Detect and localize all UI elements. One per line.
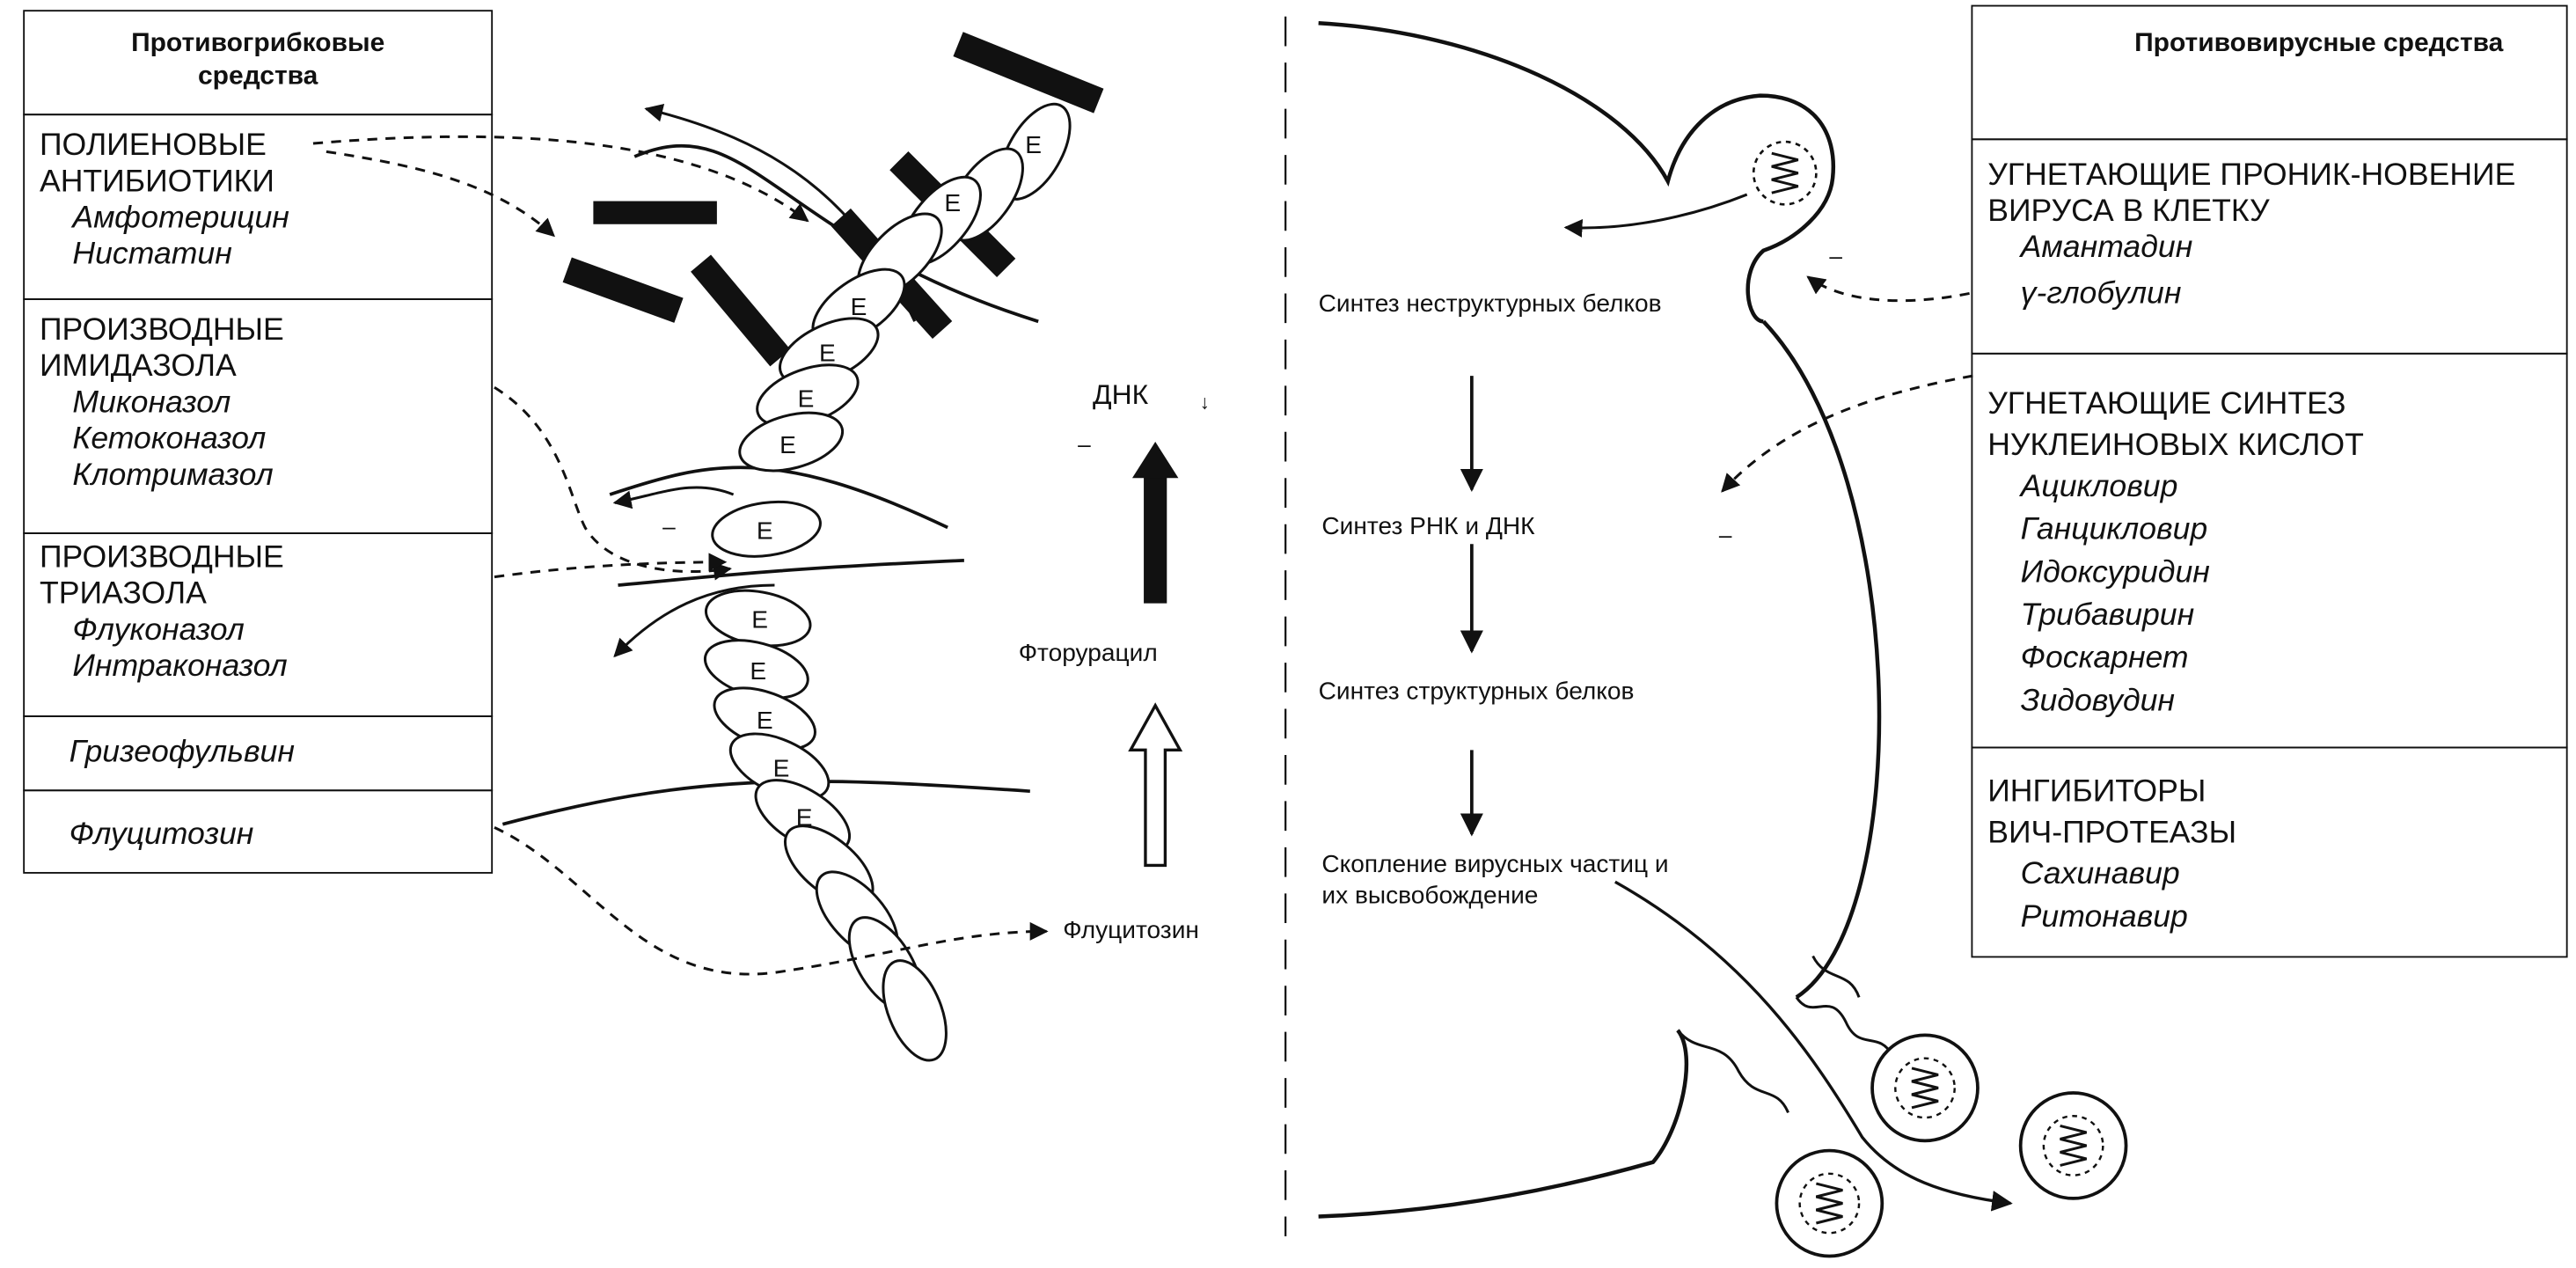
group-triazoles: ПРОИЗВОДНЫЕ ТРИАЗОЛА Флуконазол Интракон… — [40, 540, 385, 685]
ftoruracil-label: Фторурацил — [1018, 639, 1158, 668]
antiviral-header: Противовирусные средства — [2134, 29, 2504, 58]
group-imidazoles: ПРОИЗВОДНЫЕ ИМИДАЗОЛА Миконазол Кетокона… — [40, 313, 385, 495]
enzyme-label: E — [756, 517, 773, 546]
antifungal-flucytosine-box — [23, 789, 494, 874]
dna-label: ДНК — [1092, 378, 1149, 411]
viral-step-1: Синтез неструктурных белков — [1318, 290, 1662, 319]
drug-item: Фоскарнет — [2020, 641, 2189, 677]
group-title: ПРОИЗВОДНЫЕ ТРИАЗОЛА — [39, 540, 284, 612]
viral-step-3: Синтез структурных белков — [1318, 677, 1635, 706]
antiviral-header-box: Противовирусные средства — [1971, 4, 2568, 141]
group-polyenes: ПОЛИЕНОВЫЕ АНТИБИОТИКИ Амфотерицин Ниста… — [40, 128, 336, 274]
drug-item: Интраконазол — [72, 649, 288, 685]
minus-sign: – — [1078, 429, 1091, 457]
enzyme-label: E — [779, 431, 796, 460]
drug-item: Ганцикловир — [2020, 512, 2208, 547]
antifungal-header-box: Противогрибковые средства — [23, 10, 494, 116]
group-protease-inhibitors: ИНГИБИТОРЫ ВИЧ-ПРОТЕАЗЫ Сахинавир Ритона… — [1987, 772, 2267, 940]
drug-item: Миконазол — [72, 385, 231, 421]
minus-sign: – — [662, 512, 676, 539]
group-flucytosine: Флуцитозин — [70, 817, 254, 854]
group-title: УГНЕТАЮЩИЕ СИНТЕЗ НУКЛЕИНОВЫХ КИСЛОТ — [1987, 387, 2364, 464]
minus-sign: – — [1829, 242, 1842, 269]
membrane-ruffles — [1676, 955, 1893, 1114]
enzyme-label: E — [944, 189, 962, 218]
group-title: ПРОИЗВОДНЫЕ ИМИДАЗОЛА — [39, 312, 284, 385]
enzyme-chain-lower — [703, 589, 948, 1062]
virus-released-3 — [1775, 1148, 1884, 1258]
cell-membranes — [501, 143, 1039, 826]
virus-entry-arrow — [1563, 193, 1748, 238]
enzyme-label: E — [850, 293, 867, 322]
enzyme-chain-upper — [711, 102, 1072, 558]
flucytosine-label: Флуцитозин — [1063, 916, 1199, 945]
antiviral-protease-box — [1971, 746, 2568, 958]
drug-item: Амфотерицин — [72, 201, 289, 236]
drug-item: Ацикловир — [2020, 469, 2178, 505]
enzyme-label: E — [1025, 131, 1042, 160]
drug-item: Идоксуридин — [2020, 555, 2210, 590]
drug-item: Ритонавир — [2020, 899, 2188, 935]
group-griseofulvin: Гризеофульвин — [70, 735, 295, 771]
group-title: ПОЛИЕНОВЫЕ АНТИБИОТИКИ — [39, 128, 274, 200]
antiviral-dashed-arrows — [1721, 275, 1973, 493]
antifungal-dashed-arrows — [312, 135, 1049, 976]
drug-item: Клотримазол — [72, 458, 274, 494]
group-title: УГНЕТАЮЩИЕ ПРОНИК-НОВЕНИЕ ВИРУСА В КЛЕТК… — [1987, 158, 2516, 230]
hollow-arrow — [1128, 702, 1183, 868]
group-title: ИНГИБИТОРЫ ВИЧ-ПРОТЕАЗЫ — [1987, 774, 2237, 851]
drug-item: Амантадин — [2020, 231, 2193, 266]
drug-item: Кетоконазол — [72, 421, 267, 457]
dna-small-arrow: ↓ — [1199, 390, 1211, 414]
drug-item: Гризеофульвин — [69, 735, 295, 770]
drug-item: Нистатин — [72, 237, 232, 273]
antifungal-header: Противогрибковые средства — [131, 29, 385, 92]
group-nucleic-acid-inhibitors: УГНЕТАЮЩИЕ СИНТЕЗ НУКЛЕИНОВЫХ КИСЛОТ Аци… — [1987, 384, 2482, 723]
virus-released-1 — [1870, 1033, 1980, 1143]
viral-step-4: Скопление вирусных частиц и их высвобожд… — [1321, 850, 1669, 911]
enzyme-label: E — [751, 606, 768, 635]
enzyme-label: E — [819, 339, 836, 368]
minus-sign: – — [1718, 520, 1732, 547]
group-entry-inhibitors: УГНЕТАЮЩИЕ ПРОНИК-НОВЕНИЕ ВИРУСА В КЛЕТК… — [1987, 158, 2565, 313]
virus-entering — [1752, 140, 1818, 206]
drug-item: Трибавирин — [2020, 598, 2195, 634]
enzyme-label: E — [797, 385, 815, 414]
drug-item: Флуцитозин — [69, 817, 254, 853]
dna-black-arrow — [1131, 442, 1179, 604]
drug-item: γ-глобулин — [2020, 276, 2182, 312]
enzyme-label: E — [772, 754, 790, 783]
enzyme-label: E — [795, 804, 813, 833]
virus-released-2 — [2018, 1091, 2128, 1200]
drug-item: Флуконазол — [72, 612, 245, 649]
membrane-arrows — [612, 103, 917, 658]
polyene-bars — [562, 32, 1104, 367]
drug-item: Зидовудин — [2020, 684, 2176, 719]
release-arrow — [1614, 880, 2013, 1212]
enzyme-label: E — [756, 707, 773, 736]
viral-step-2: Синтез РНК и ДНК — [1321, 512, 1535, 541]
enzyme-label: E — [750, 657, 767, 686]
drug-item: Сахинавир — [2020, 857, 2180, 892]
viral-cell — [1318, 20, 1882, 1219]
